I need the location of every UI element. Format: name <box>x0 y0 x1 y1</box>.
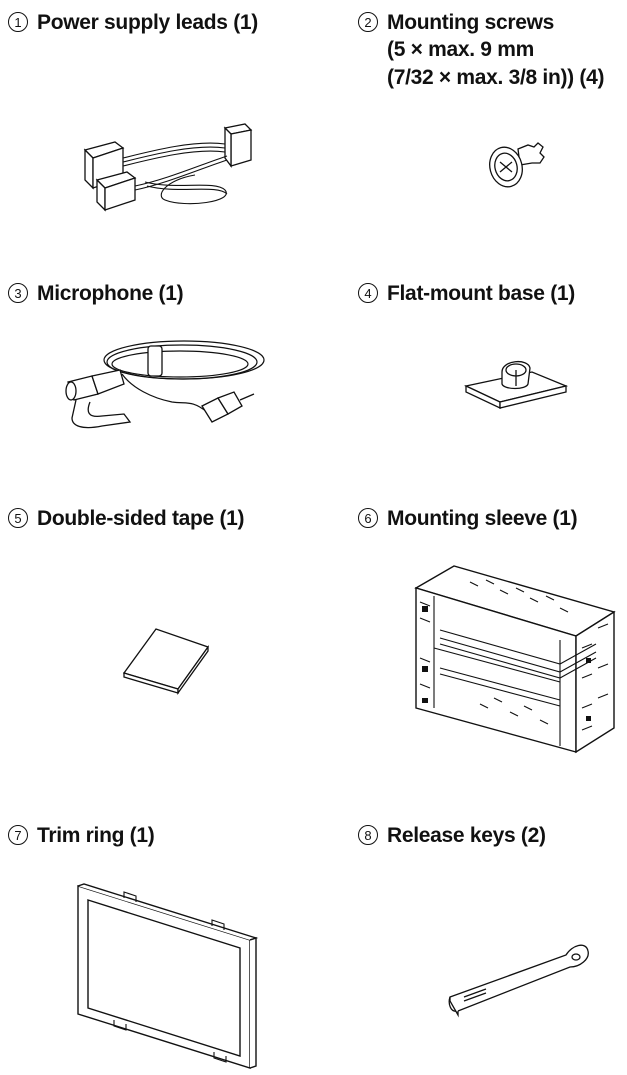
item-number-1: 1 <box>8 12 28 32</box>
item-4-title: Flat-mount base (1) <box>387 282 575 305</box>
item-5-title: Double-sided tape (1) <box>37 507 245 530</box>
item-2-detail-metric: (5 × max. 9 mm <box>387 38 534 61</box>
item-number-4: 4 <box>358 283 378 303</box>
mounting-sleeve-illustration <box>410 558 620 754</box>
release-key-illustration <box>446 935 591 1017</box>
item-6-title: Mounting sleeve (1) <box>387 507 578 530</box>
item-6-label: 6 Mounting sleeve (1) <box>358 506 578 532</box>
double-sided-tape-illustration <box>120 625 212 695</box>
power-supply-leads-illustration <box>75 120 255 215</box>
item-4-label: 4 Flat-mount base (1) <box>358 281 575 307</box>
item-1-title: Power supply leads (1) <box>37 11 258 34</box>
item-1-label: 1 Power supply leads (1) <box>8 10 258 36</box>
item-7-label: 7 Trim ring (1) <box>8 823 155 849</box>
item-number-6: 6 <box>358 508 378 528</box>
item-2-title: Mounting screws <box>387 11 555 34</box>
item-8-title: Release keys (2) <box>387 824 546 847</box>
item-7-title: Trim ring (1) <box>37 824 155 847</box>
item-number-2: 2 <box>358 12 378 32</box>
item-3-title: Microphone (1) <box>37 282 184 305</box>
item-number-8: 8 <box>358 825 378 845</box>
trim-ring-illustration <box>74 880 256 1070</box>
item-2-label: 2 Mounting screws (5 × max. 9 mm (7/32 ×… <box>358 10 604 92</box>
microphone-illustration <box>62 340 267 435</box>
mounting-screw-illustration <box>488 135 550 190</box>
item-number-5: 5 <box>8 508 28 528</box>
item-3-label: 3 Microphone (1) <box>8 281 184 307</box>
item-number-7: 7 <box>8 825 28 845</box>
item-number-3: 3 <box>8 283 28 303</box>
flat-mount-base-illustration <box>462 352 572 414</box>
item-8-label: 8 Release keys (2) <box>358 823 546 849</box>
item-5-label: 5 Double-sided tape (1) <box>8 506 245 532</box>
item-2-detail-imperial: (7/32 × max. 3/8 in)) (4) <box>387 66 605 89</box>
